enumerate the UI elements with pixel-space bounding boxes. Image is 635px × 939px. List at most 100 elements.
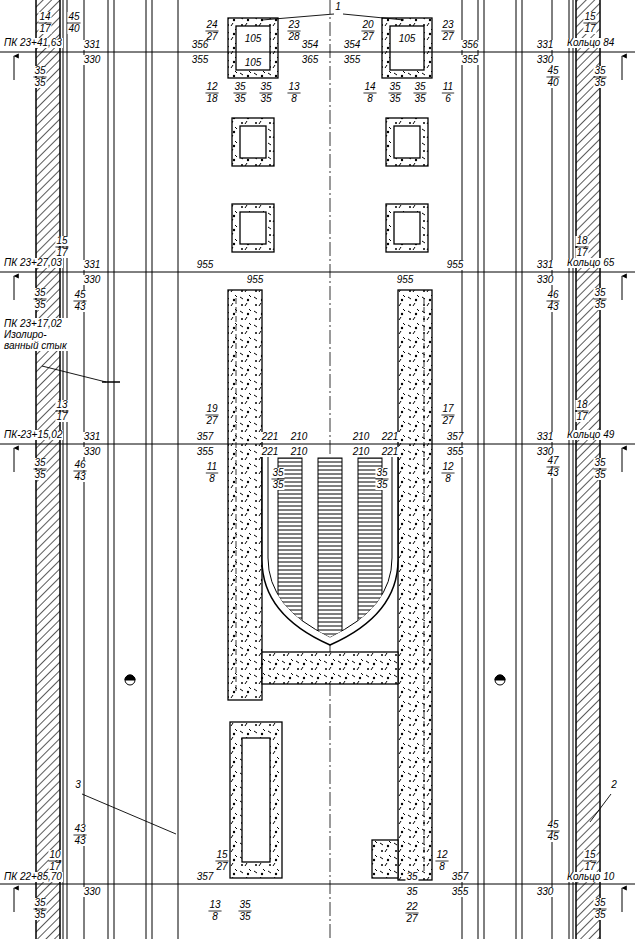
ring-label: Кольцо 49 (566, 430, 615, 440)
dimension-label: 355 (343, 55, 362, 65)
passage-band (262, 652, 398, 684)
dimension-label: 35 (593, 458, 606, 468)
dimension-label: 35 (238, 912, 251, 922)
dimension-label: 15 (55, 236, 68, 246)
section-lines (0, 52, 635, 912)
dimension-label: 10 (48, 850, 61, 860)
signal-symbol (495, 675, 505, 685)
dimension-label: 330 (83, 447, 102, 457)
leader-line (42, 366, 106, 382)
pillar (228, 18, 278, 78)
dimension-label: 105 (398, 34, 417, 44)
section-arrow (14, 276, 15, 300)
dimension-label: 18 (575, 236, 588, 246)
dimension-label: 35 (375, 468, 388, 478)
dimension-label: 35 (259, 94, 272, 104)
dimension-label: 35 (33, 300, 46, 310)
rail (108, 0, 109, 939)
dimension-label: 35 (33, 288, 46, 298)
dimension-label: 17 (575, 412, 588, 422)
dimension-label: 8 (211, 912, 219, 922)
platform-edge (178, 0, 179, 939)
bottom-pillar-core (242, 738, 270, 862)
leader-lines (42, 14, 611, 834)
lining-line (573, 0, 574, 939)
escalator-run (318, 458, 342, 648)
dimension-label: 11 (442, 82, 454, 92)
dimension-label: 17 (441, 404, 454, 414)
pillar (386, 118, 428, 166)
rail (152, 0, 153, 939)
wall-inner-line (236, 298, 237, 692)
dimension-label: 8 (208, 474, 216, 484)
dimension-label: 27 (405, 914, 418, 924)
escalator-runs (278, 458, 382, 648)
dimension-label: 35 (238, 900, 251, 910)
dimension-label: 35 (593, 300, 606, 310)
dimension-label: 23 (287, 20, 300, 30)
dimension-label: 330 (536, 887, 555, 897)
section-arrow (14, 448, 15, 472)
pillar (382, 18, 432, 78)
dimension-label: 27 (361, 32, 374, 42)
dimension-label: 17 (575, 248, 588, 258)
section-line (0, 884, 635, 885)
dimension-label: 8 (290, 94, 298, 104)
dimension-label: 27 (215, 862, 228, 872)
platform-edge (462, 0, 463, 939)
callout-number: 1 (334, 2, 342, 12)
picket-label: ПК 23+41,63 (3, 38, 63, 48)
dimension-label: 356 (191, 40, 210, 50)
dimension-label: 357 (451, 872, 470, 882)
dimension-label: 357 (446, 432, 465, 442)
dimension-label: 955 (246, 275, 265, 285)
dimension-label: 330 (536, 275, 555, 285)
dimension-label: 357 (196, 432, 215, 442)
pillar (232, 118, 274, 166)
dimension-label: 105 (244, 58, 263, 68)
leader-line (590, 794, 611, 822)
dimension-label: 40 (546, 78, 559, 88)
dimension-label: 11 (206, 462, 218, 472)
section-arrow (622, 276, 623, 300)
dimension-label: 35 (388, 82, 401, 92)
signal-symbol-fill (125, 675, 135, 680)
dimension-label: 955 (396, 275, 415, 285)
section-arrow (622, 888, 623, 912)
dimension-label: 18 (205, 94, 218, 104)
dimension-label: 355 (191, 55, 210, 65)
dimension-label: 17 (38, 24, 51, 34)
dimension-label: 23 (441, 20, 454, 30)
callout-number: 2 (610, 780, 618, 790)
dimension-label: 221 (261, 432, 280, 442)
dimension-label: 19 (205, 404, 218, 414)
dimension-label: 22 (405, 902, 418, 912)
dimension-label: 27 (441, 32, 454, 42)
dimension-label: 43 (546, 302, 559, 312)
dimension-label: 35 (271, 480, 284, 490)
dimension-label: 330 (83, 275, 102, 285)
dimension-label: 47 (546, 456, 559, 466)
dimension-label: 13 (287, 82, 300, 92)
dimension-label: 27 (205, 416, 218, 426)
dimension-label: 35 (593, 910, 606, 920)
rail (478, 0, 479, 939)
dimension-label: 43 (73, 836, 86, 846)
dimension-label: 210 (290, 432, 309, 442)
section-line (0, 52, 635, 53)
dimension-label: 35 (33, 470, 46, 480)
dimension-label: 331 (536, 260, 555, 270)
dimension-label: 355 (196, 447, 215, 457)
rail (484, 0, 485, 939)
dimension-label: 20 (361, 20, 374, 30)
section-line (0, 444, 635, 445)
dimension-label: 8 (444, 474, 452, 484)
dimension-label: 18 (575, 400, 588, 410)
dimension-label: 17 (48, 862, 61, 872)
picket-label: ПК 22+85,70 (3, 872, 63, 882)
dimension-label: 12 (435, 850, 448, 860)
bottom-pillar (230, 722, 282, 878)
pillar-core (394, 212, 420, 244)
